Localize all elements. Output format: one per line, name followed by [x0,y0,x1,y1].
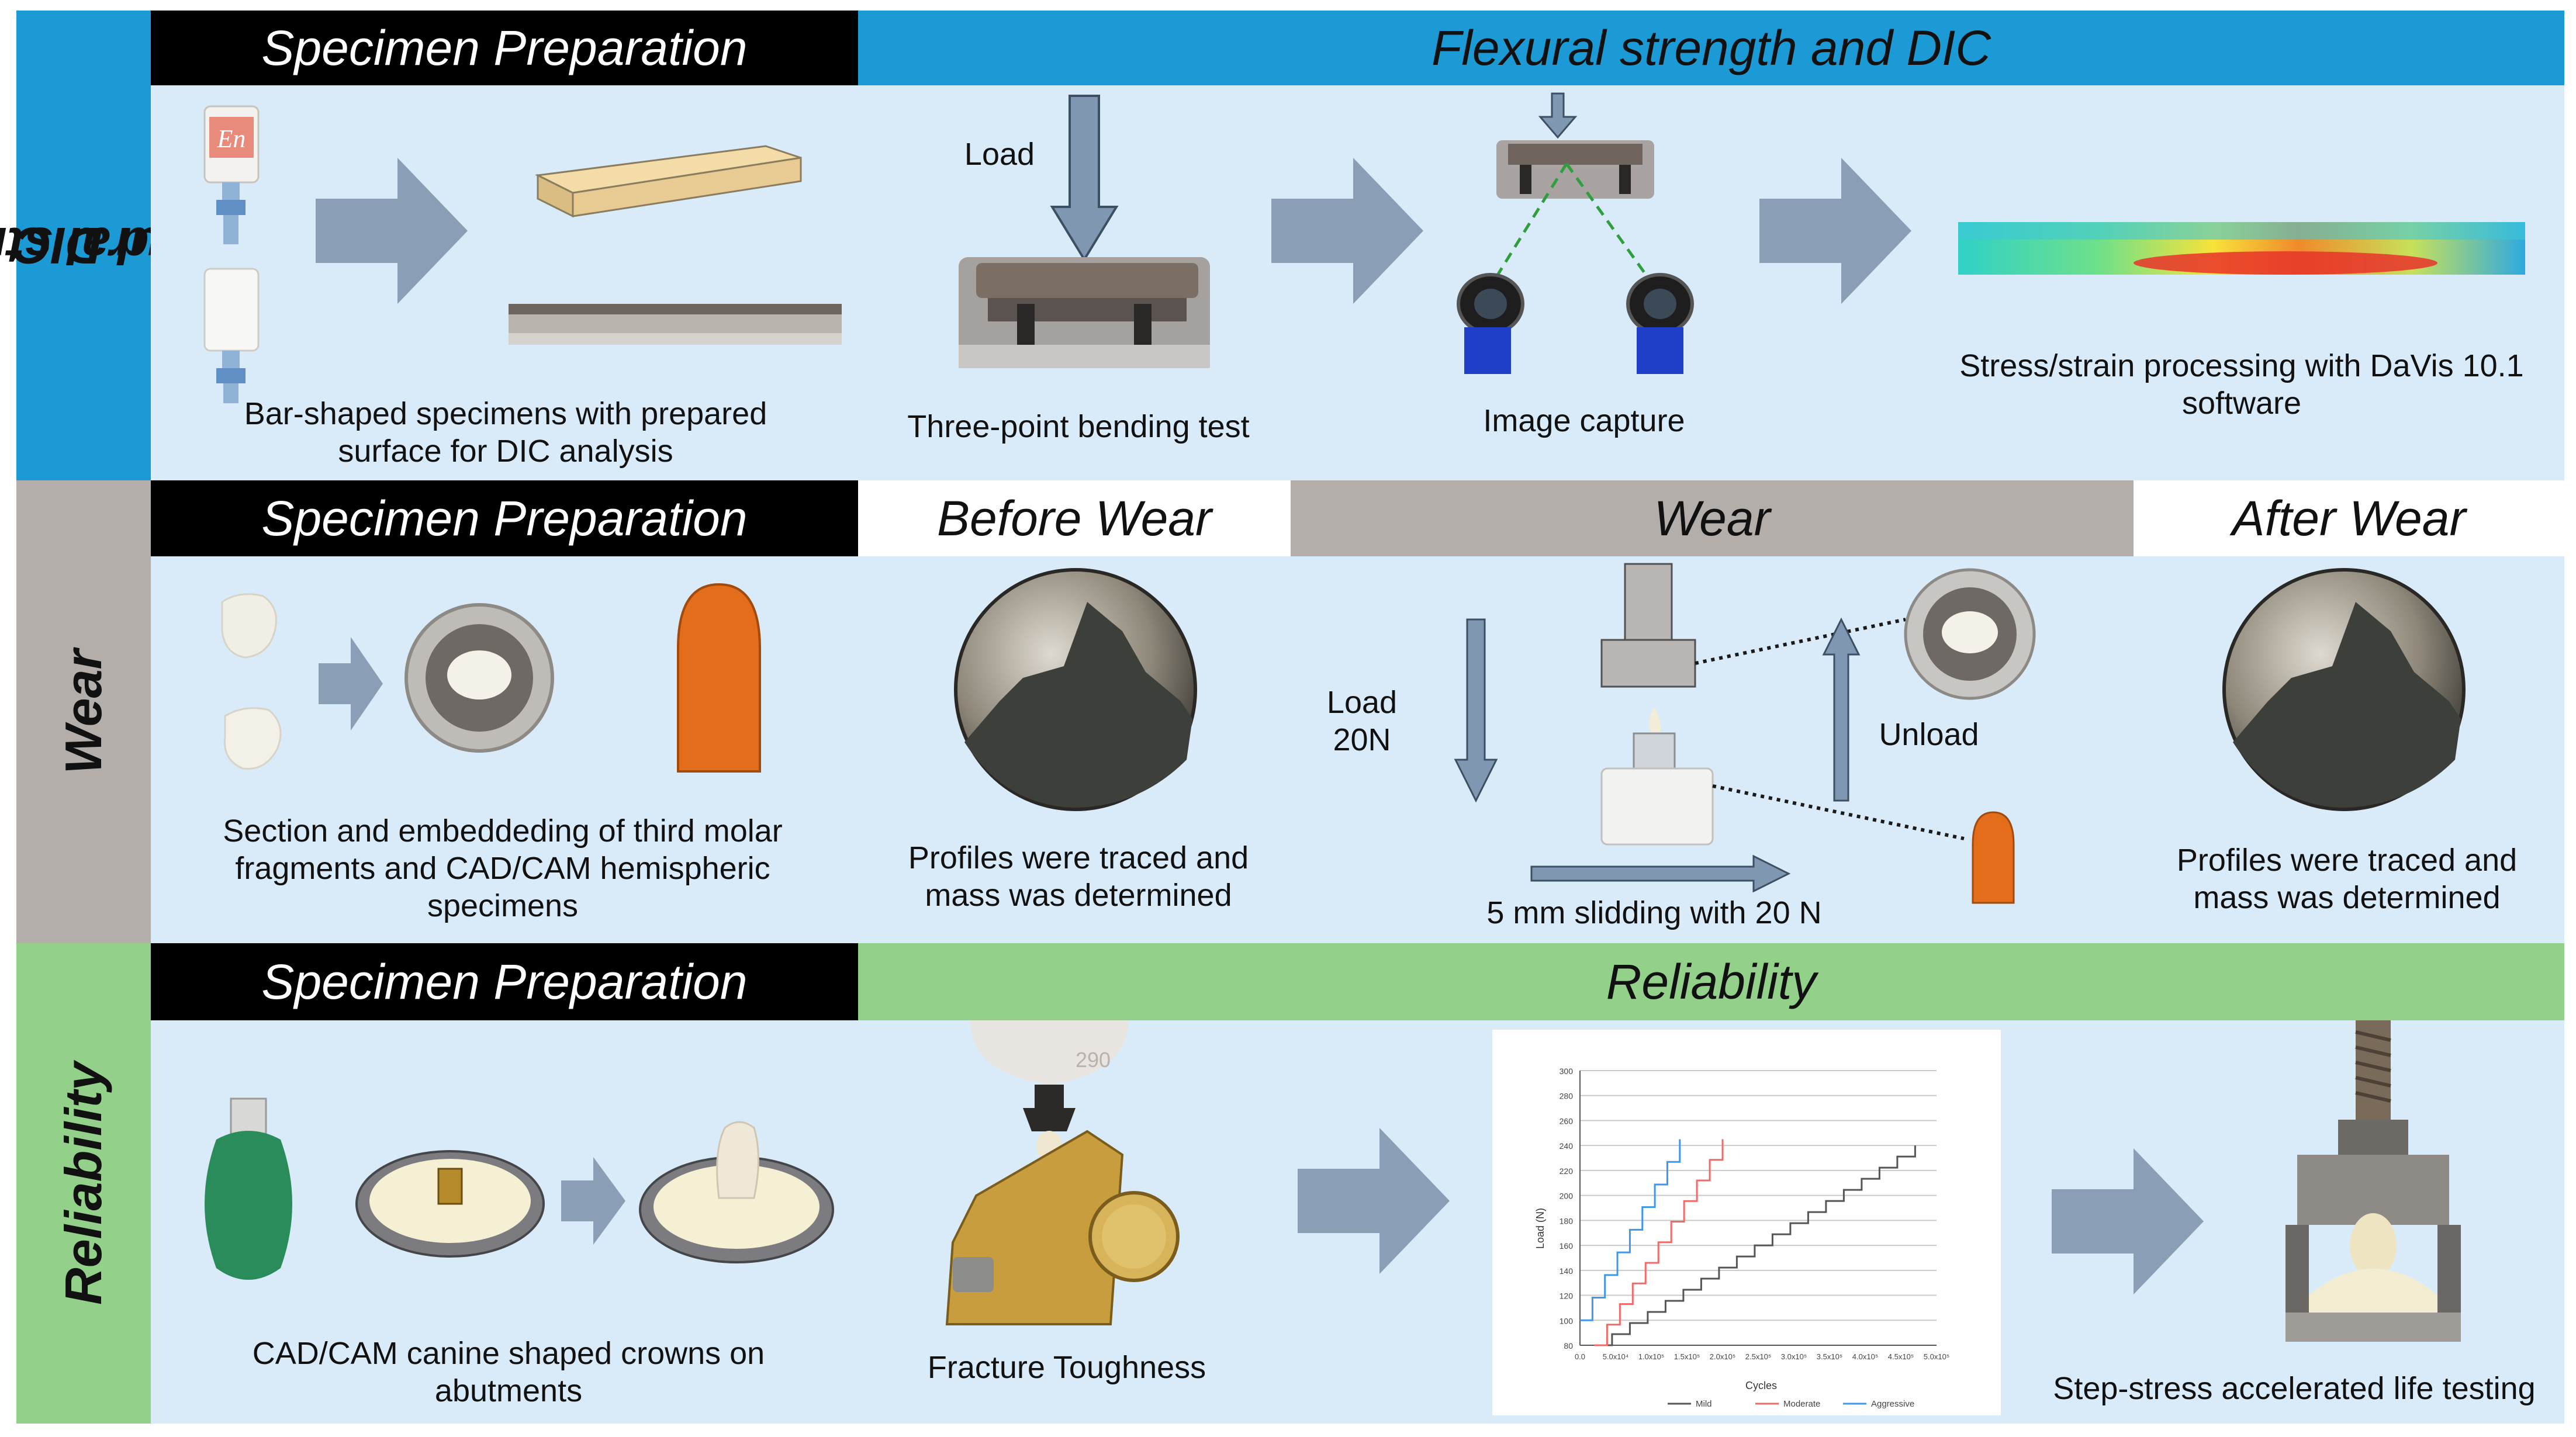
header-after-wear: After Wear [2134,480,2564,556]
header-wear: Wear [1291,480,2134,556]
header-flexural-prep: Specimen Preparation [151,11,858,85]
caption-bar-specimens: Bar-shaped specimens with prepared surfa… [244,396,767,469]
label-load-20n-line1: Load [1326,685,1398,720]
side-label-reliability: Reliability [16,943,151,1424]
dic-camera-setup [1457,92,1694,374]
caption-three-point-bending: Three-point bending test [907,409,1250,444]
header-before-wear: Before Wear [858,480,1291,556]
caption-after-wear: Profiles were traced and mass was determ… [2176,843,2518,915]
right-arrow-small-wear [319,637,383,730]
chart-series-line [1594,1139,1724,1346]
label-load-flexural: Load [964,137,1035,172]
chart-series-line [1580,1139,1681,1321]
chart-x-tick-label: 2.5x10⁵ [1745,1352,1771,1361]
hemispheric-specimen-small [1972,811,2015,904]
band-wear [151,556,2564,943]
chart-y-tick-label: 120 [1560,1291,1574,1301]
right-arrow-2 [1271,158,1423,304]
caption-canine-crowns: CAD/CAM canine shaped crowns on abutment… [252,1336,765,1408]
chart-x-tick-label: 3.5x10⁵ [1817,1352,1842,1361]
chart-x-tick-label: 1.5x10⁵ [1674,1352,1700,1361]
caption-image-capture: Image capture [1483,403,1685,438]
bar-specimen-block [534,145,802,218]
chart-x-tick-label: 2.0x10⁵ [1710,1352,1735,1361]
chart-y-tick-label: 140 [1560,1266,1574,1276]
right-arrow-3 [1759,158,1911,304]
caption-sliding: 5 mm slidding with 20 N [1486,895,1822,930]
fracture-toughness-fixture: 290 [945,1020,1180,1325]
cad-cam-blocks: En [203,105,260,403]
chart-x-tick-label: 0.0 [1575,1352,1585,1361]
embedded-molar-disc-small [1904,568,2036,700]
chart-legend-label: Aggressive [1871,1399,1914,1409]
embedded-molar-disc [404,603,554,753]
chart-y-tick-label: 200 [1560,1192,1574,1201]
sliding-right-arrow [1530,854,1791,893]
chart-y-tick-label: 180 [1560,1216,1574,1225]
three-point-bending-fixture [959,257,1210,368]
header-flexural-main: Flexural strength and DIC [858,11,2564,85]
chart-x-tick-label: 3.0x10⁵ [1781,1352,1807,1361]
right-arrow-4 [1298,1128,1450,1274]
chart-y-tick-label: 80 [1564,1341,1573,1351]
caption-section-embedding: Section and embeddeding of third molar f… [223,813,783,923]
canine-crown-green [205,1097,292,1280]
header-reliability-prep: Specimen Preparation [151,943,858,1020]
crown-on-abutment [639,1121,834,1263]
chart-x-tick-label: 4.0x10⁵ [1852,1352,1878,1361]
chart-y-tick-label: 220 [1560,1166,1574,1176]
chart-xlabel: Cycles [1745,1380,1777,1391]
chart-y-tick-label: 300 [1560,1067,1574,1076]
chart-x-tick-label: 5.0x10⁵ [1924,1352,1949,1361]
dic-strain-map [1958,222,2525,275]
chart-x-tick-label: 1.0x10⁵ [1638,1352,1664,1361]
caption-before-wear: Profiles were traced and mass was determ… [908,840,1249,913]
sslat-chart-panel [1492,1030,2001,1415]
side-label-wear: Wear [16,480,151,943]
chart-x-tick-label: 4.5x10⁵ [1888,1352,1914,1361]
load-down-arrow [1050,95,1119,262]
chart-series-line [1594,1145,1916,1346]
right-arrow-small-reliability [561,1157,625,1245]
profile-sphere-after [2222,568,2466,811]
molar-fragments [221,593,282,770]
chart-x-tick-label: 5.0x10⁴ [1603,1352,1629,1361]
right-arrow-5 [2052,1148,2204,1294]
unload-up-arrow [1822,617,1861,802]
caption-davis-processing: Stress/strain processing with DaVis 10.1… [1959,348,2524,421]
load-down-arrow-wear [1454,618,1498,803]
label-unload: Unload [1879,717,1979,752]
chart-y-tick-label: 100 [1560,1316,1574,1325]
svg-text:En: En [217,124,246,153]
bar-specimen-prepared [509,304,842,345]
label-load-20n: Load 20N [1303,684,1420,766]
chart-y-tick-label: 160 [1560,1241,1574,1251]
chart-ylabel: Load (N) [1534,1208,1546,1249]
header-wear-prep: Specimen Preparation [151,480,858,556]
profile-sphere-before [954,568,1197,811]
right-arrow-1 [316,158,468,304]
caption-sslat: Step-stress accelerated life testing [2053,1371,2536,1406]
sslat-machine [2285,1020,2461,1342]
chart-legend-label: Moderate [1783,1399,1820,1409]
chart-legend-label: Mild [1696,1399,1712,1409]
label-load-20n-line2: 20N [1333,722,1391,757]
svg-text:290: 290 [1076,1048,1111,1072]
abutment-disc [355,1150,545,1258]
chart-y-tick-label: 260 [1560,1116,1574,1126]
header-reliability-main: Reliability [858,943,2564,1020]
wear-apparatus [1600,563,1965,846]
sslat-chart: Load (N) Cycles 0.0 5.0x10⁴ 1.0x10⁵ 1.5x10⁵… [1534,1067,1949,1409]
hemispheric-specimen [677,583,761,773]
chart-y-tick-label: 280 [1560,1092,1574,1101]
chart-y-tick-label: 240 [1560,1141,1574,1151]
caption-fracture-toughness: Fracture Toughness [927,1350,1206,1385]
